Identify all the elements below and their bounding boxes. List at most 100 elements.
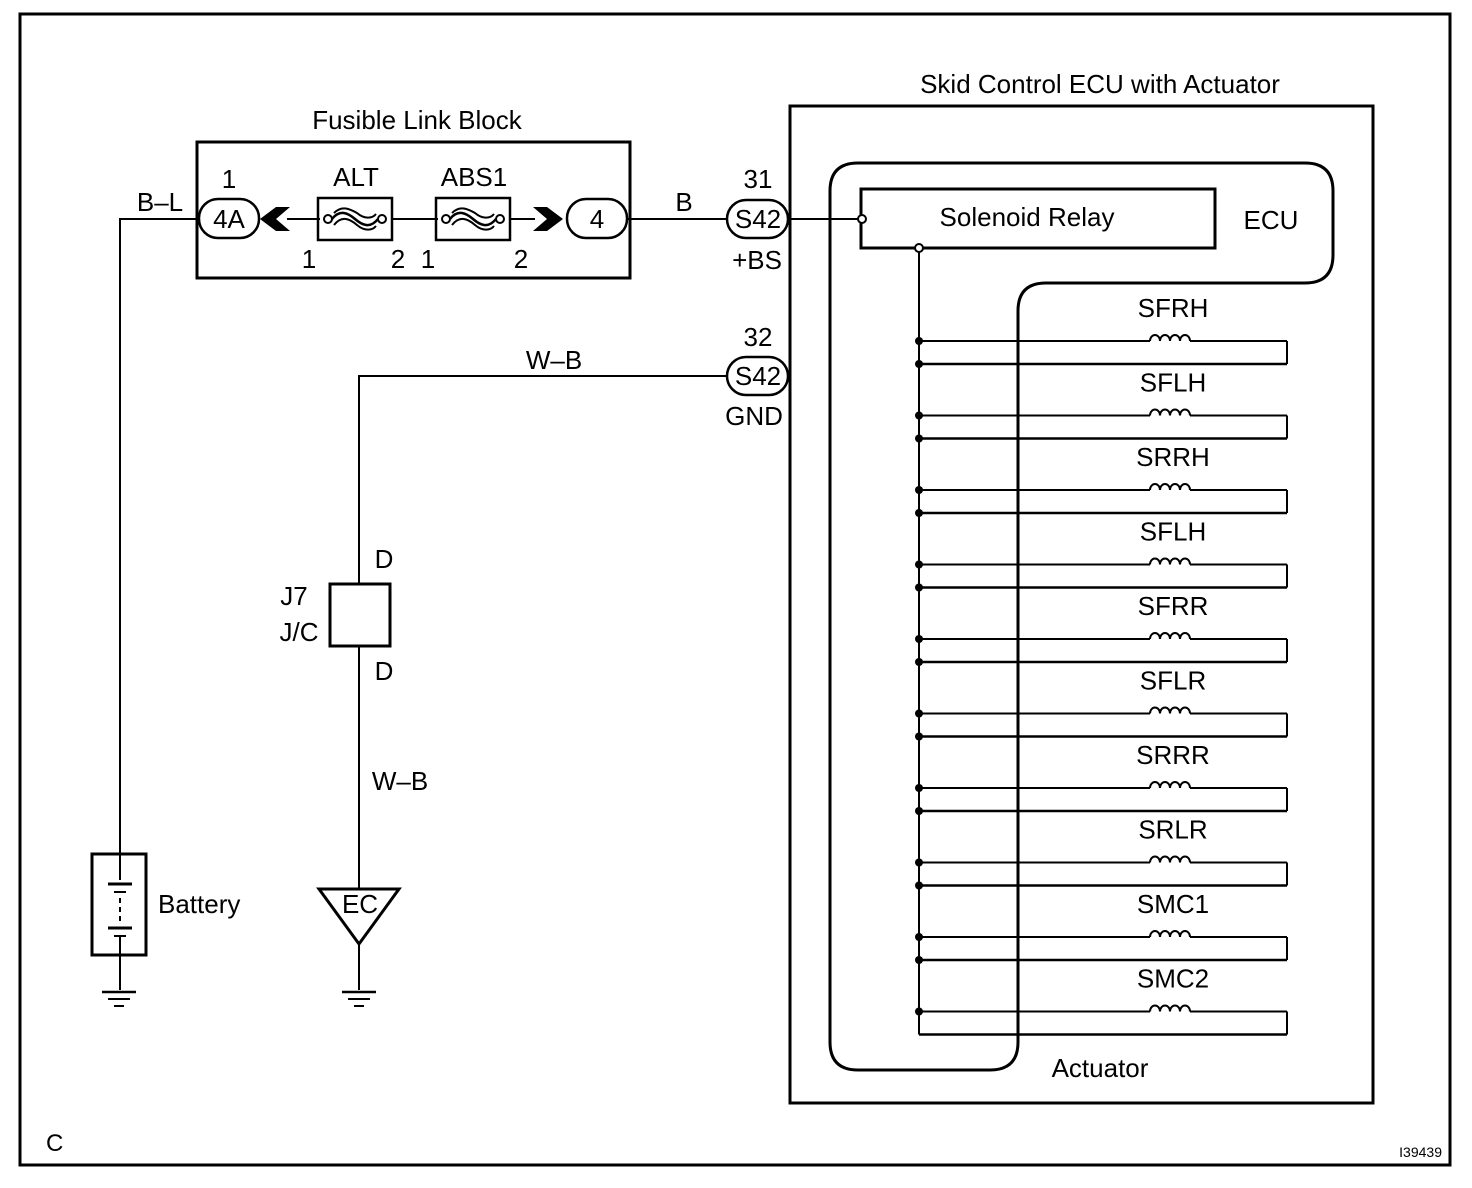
wire-w-b-lower-label: W–B [372, 766, 428, 796]
solenoid-label: SMC2 [1137, 964, 1209, 994]
ecu-actuator-outline [828, 161, 1335, 1072]
connector-s42-ground-signal: GND [725, 401, 783, 431]
junction-dot [915, 434, 923, 443]
fuse-abs1-label: ABS1 [441, 162, 508, 192]
junction-dot [915, 583, 923, 592]
junction-dot [915, 635, 923, 643]
coil-icon [1149, 781, 1191, 789]
junction-dot [915, 411, 923, 420]
junction-type: J/C [280, 617, 319, 647]
junction-dot [915, 732, 923, 741]
junction-pin-top: D [375, 544, 394, 574]
solenoid-label: SFLH [1140, 517, 1206, 547]
junction-dot [915, 658, 923, 666]
fusible-link-icon [449, 211, 497, 227]
junction-pin-bottom: D [375, 656, 394, 686]
actuator-label: Actuator [1052, 1053, 1149, 1083]
solenoid-label: SRLR [1138, 815, 1207, 845]
fusible-link-icon [331, 211, 379, 227]
junction-dot [915, 486, 923, 494]
junction-dot [915, 933, 923, 941]
coil-icon [1149, 483, 1191, 491]
junction-dot [915, 337, 923, 345]
coil-icon [1149, 334, 1191, 342]
battery: Battery [90, 852, 240, 957]
ecu-label: ECU [1244, 205, 1299, 235]
coil-icon [1149, 557, 1191, 565]
fuse-alt: ALT 1 2 [302, 162, 405, 274]
connector-s42-ground-id: S42 [735, 361, 781, 391]
solenoid-srrh: SRRH [915, 442, 1288, 517]
coil-icon [1149, 930, 1191, 938]
connector-4a-pin: 1 [222, 164, 236, 194]
connector-4a-label: 4A [213, 204, 245, 234]
fuse-abs1-pin-out: 2 [514, 244, 528, 274]
coil-icon [1149, 706, 1191, 714]
coil-icon [1149, 632, 1191, 640]
connector-s42-power-id: S42 [735, 204, 781, 234]
connector-s42-power-signal: +BS [732, 245, 782, 275]
connector-s42-ground-pin: 32 [744, 322, 773, 352]
connector-4-label: 4 [590, 204, 604, 234]
connector-s42-power: 31 S42 +BS [725, 164, 790, 275]
corner-label: C [46, 1130, 63, 1157]
ecu-assembly-title: Skid Control ECU with Actuator [920, 69, 1280, 99]
ground-point-ec: EC [316, 887, 402, 947]
left-chevron-icon [260, 207, 290, 231]
figure-id: I39439 [1399, 1144, 1442, 1160]
coil-icon [1149, 408, 1191, 416]
solenoid-sflh: SFLH [915, 517, 1288, 592]
coil-icon [1149, 855, 1191, 863]
junction-dot [915, 784, 923, 792]
solenoid-sfrr: SFRR [915, 591, 1288, 666]
junction-dot [915, 956, 923, 964]
solenoid-smc2: SMC2 [915, 964, 1288, 1036]
skid-control-ecu: Skid Control ECU with Actuator ECU Actua… [788, 69, 1375, 1105]
fusible-link-block: Fusible Link Block 4A 1 ALT 1 2 ABS1 [195, 105, 632, 280]
fuse-abs1: ABS1 1 2 [421, 162, 528, 274]
coil-icon [1149, 1004, 1191, 1012]
wire-b-l-label: B–L [137, 187, 183, 217]
solenoid-sflr: SFLR [915, 666, 1288, 741]
junction-dot [915, 858, 923, 867]
fuse-abs1-pin-in: 1 [421, 244, 435, 274]
connector-s42-power-pin: 31 [744, 164, 773, 194]
junction-dot [915, 709, 923, 718]
solenoid-label: SRRR [1136, 740, 1210, 770]
junction-dot [915, 1007, 923, 1016]
ground-icon [342, 990, 376, 1007]
junction-dot [915, 509, 923, 517]
junction-id: J7 [280, 581, 307, 611]
fuse-alt-pin-in: 1 [302, 244, 316, 274]
solenoid-srrr: SRRR [915, 740, 1288, 815]
connector-s42-ground: 32 S42 GND [725, 322, 790, 431]
solenoid-smc1: SMC1 [915, 889, 1288, 964]
junction-dot [915, 881, 923, 890]
solenoid-relay-label: Solenoid Relay [940, 202, 1115, 232]
diagram-frame [18, 12, 1452, 1167]
fuse-alt-pin-out: 2 [391, 244, 405, 274]
junction-j7: D J7 J/C D [280, 544, 394, 686]
solenoid-label: SFLR [1140, 666, 1206, 696]
ground-point-label: EC [342, 889, 378, 919]
solenoid-srlr: SRLR [915, 815, 1288, 890]
solenoid-label: SRRH [1136, 442, 1210, 472]
fusible-link-block-title: Fusible Link Block [312, 105, 523, 135]
solenoid-label: SMC1 [1137, 889, 1209, 919]
solenoid-label: SFRR [1138, 591, 1209, 621]
right-chevron-icon [533, 207, 563, 231]
junction-dot [915, 560, 923, 569]
solenoid-label: SFLH [1140, 368, 1206, 398]
solenoid-sfrh: SFRH [915, 293, 1288, 368]
fuse-alt-label: ALT [333, 162, 379, 192]
solenoid-label: SFRH [1138, 293, 1209, 323]
junction-dot [915, 807, 923, 815]
wire-w-b-label: W–B [526, 345, 582, 375]
ground-icon [102, 990, 136, 1007]
wire-b-label: B [675, 187, 692, 217]
junction-dot [915, 360, 923, 368]
solenoid-sflh: SFLH [915, 368, 1288, 443]
battery-label: Battery [158, 889, 240, 919]
